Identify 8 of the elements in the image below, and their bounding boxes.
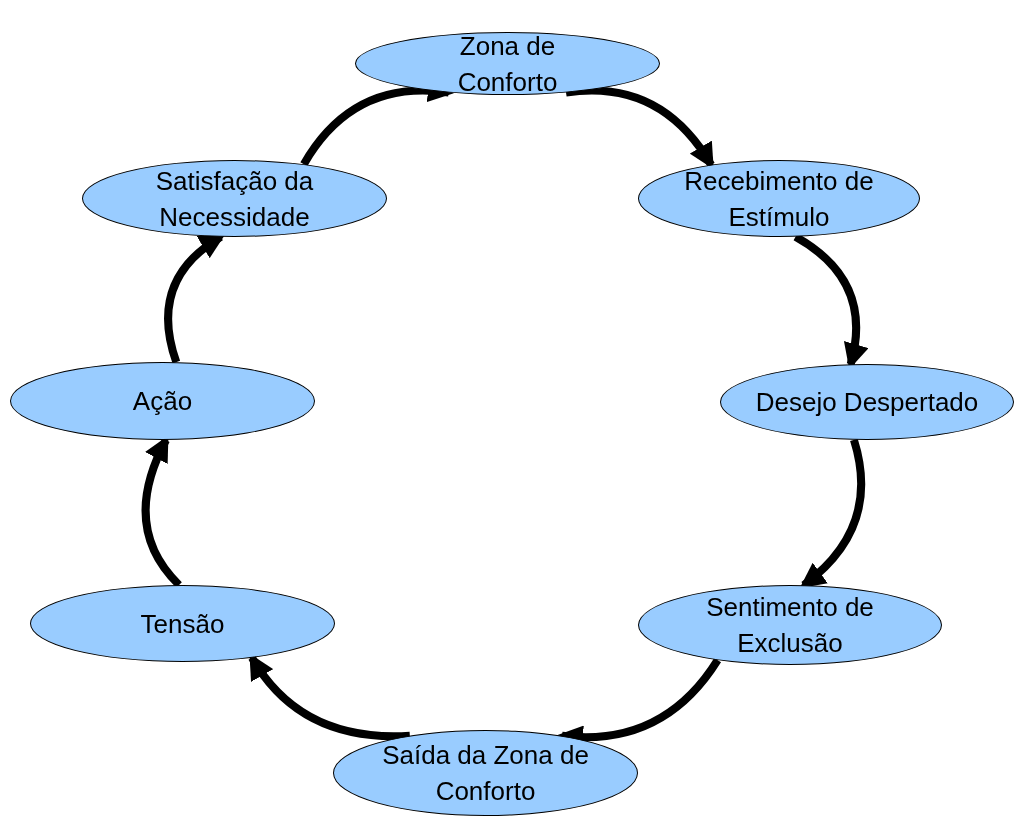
node-label: Desejo Despertado [755, 386, 979, 419]
node-label: Ação [132, 385, 193, 418]
node-label: Recebimento de Estímulo [683, 164, 875, 234]
node-label: Sentimento de Exclusão [705, 591, 875, 660]
node-label: Saída da Zona de Conforto [381, 739, 590, 808]
node-label: Zona de Conforto [456, 29, 559, 99]
node-label: Satisfação da Necessidade [154, 164, 315, 234]
node-label: Tensão [140, 607, 225, 641]
